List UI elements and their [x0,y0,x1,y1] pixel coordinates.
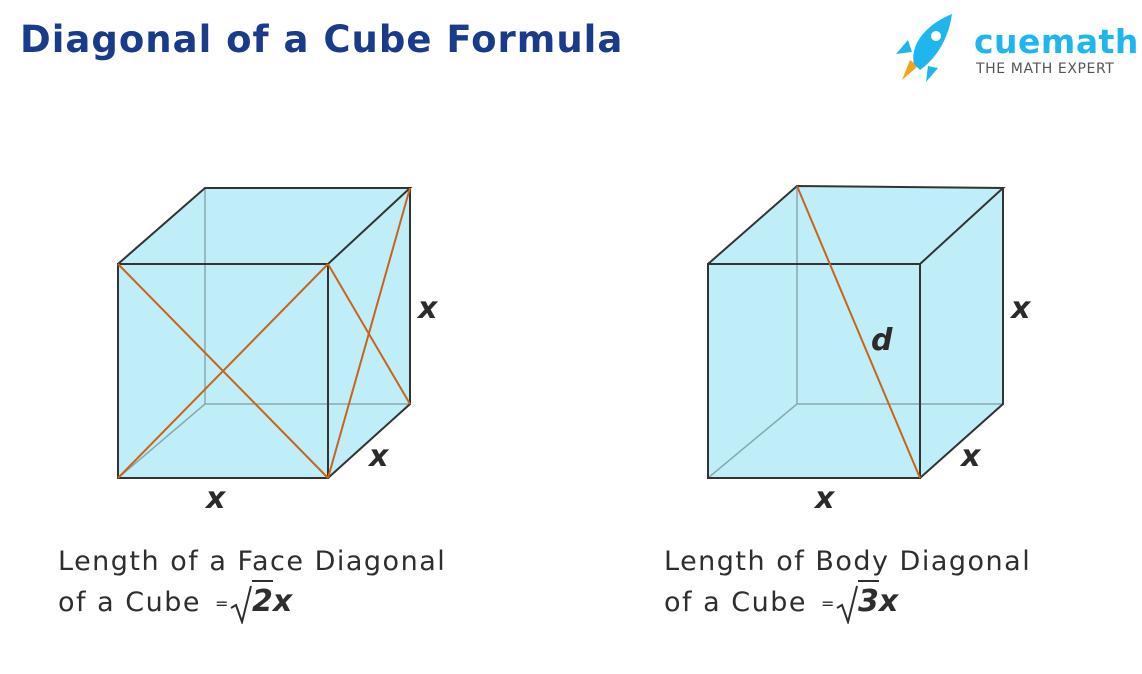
square-root-symbol [836,585,858,624]
edge-label-x-right: x [416,291,439,326]
side-face-diagonal [327,263,411,405]
body-diagonal [796,185,921,479]
page-title: Diagonal of a Cube Formula [20,18,624,61]
radicand: 3 [857,580,879,619]
caption-line-1: Length of a Face Diagonal [58,546,447,577]
rocket-icon [896,14,952,82]
equals-sign: = [215,593,230,613]
right-edges [919,188,1004,479]
edge-label-x-bottom: x [204,481,227,516]
cube-fill [708,186,1003,478]
equals-sign: = [821,593,836,613]
caption-text: of a Cube [58,587,201,618]
hidden-edge [117,403,206,479]
caption-line-2: of a Cube = 2x [58,580,446,624]
logo-tagline: THE MATH EXPERT [976,61,1115,77]
multiplier: x [878,584,899,619]
edge-label-x-right: x [1009,291,1032,326]
radicand: 2 [251,580,273,619]
cuemath-logo: cuemath THE MATH EXPERT [892,8,1139,88]
body-diagonal-caption: Length of Body Diagonal of a Cube = 3x [664,542,1031,624]
body-diagonal-label-d: d [871,323,893,358]
caption-text: of a Cube [664,587,807,618]
body-diagonal-cube: d x x x [707,184,1032,516]
cube-fill [118,188,410,478]
edge-label-x-bottom: x [813,481,836,516]
face-diagonal-formula: = 2x [211,580,293,624]
caption-line-2: of a Cube = 3x [664,580,1031,624]
face-diagonal [117,263,329,479]
top-edges [707,184,1006,265]
caption-line-1: Length of Body Diagonal [664,546,1032,577]
square-root-symbol [230,585,252,624]
multiplier: x [272,584,293,619]
edge-label-x-depth: x [367,439,390,474]
face-diagonal-cube: x x x [117,187,439,516]
hidden-edge [707,403,798,479]
top-edges [117,187,413,265]
body-diagonal-formula: = 3x [817,580,899,624]
logo-brand-text: cuemath [974,22,1139,61]
face-diagonal-caption: Length of a Face Diagonal of a Cube = 2x [58,542,446,624]
edge-label-x-depth: x [959,439,982,474]
